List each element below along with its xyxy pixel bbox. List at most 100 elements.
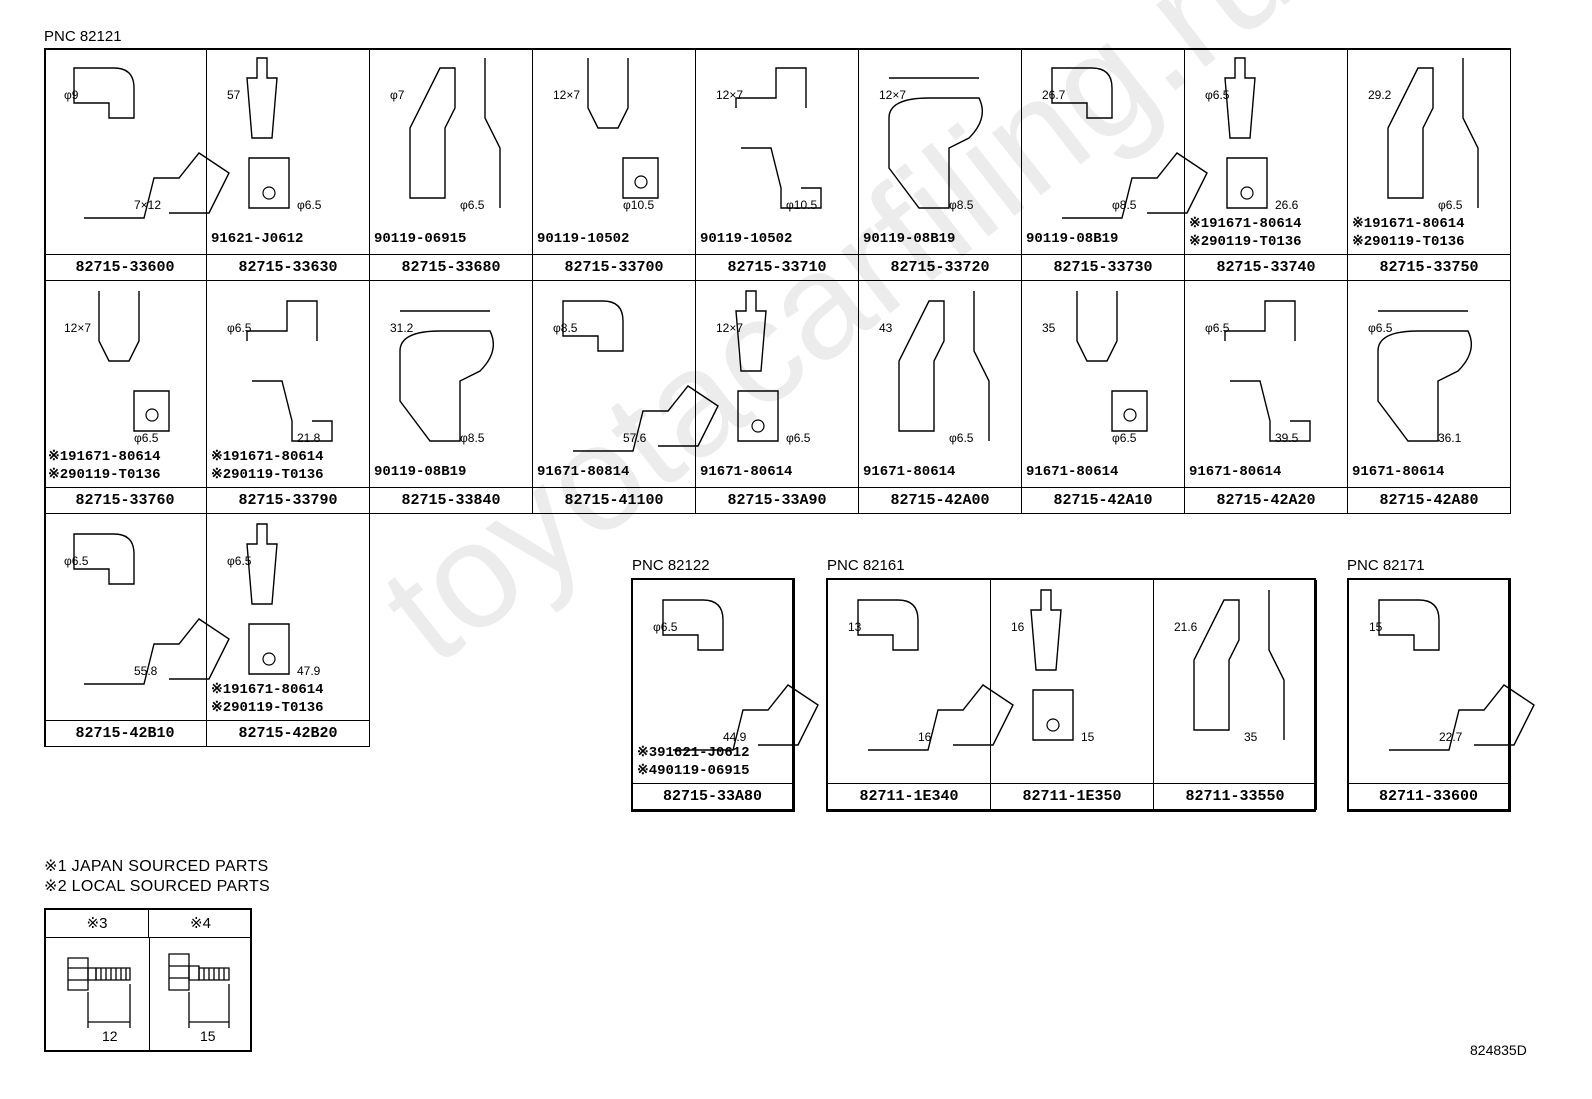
dimension-label: 36.1 — [1438, 431, 1462, 445]
part-drawing: φ8.5 57.6 91671-80814 — [533, 281, 695, 487]
part-drawing-svg — [533, 48, 696, 255]
part-number: 82715-33680 — [370, 254, 532, 280]
part-drawing-svg — [1349, 580, 1509, 784]
dimension-label: φ8.5 — [1112, 198, 1137, 212]
part-drawing: 57 φ6.5 91621-J0612 — [207, 48, 369, 254]
legend-header-4: ※4 — [149, 910, 252, 938]
dimension-label: φ6.5 — [653, 620, 678, 634]
dimension-label: 12×7 — [553, 88, 581, 102]
dimension-label: 12×7 — [716, 321, 744, 335]
dimension-label: 12×7 — [716, 88, 744, 102]
part-drawing-svg — [370, 48, 533, 255]
dimension-label: 16 — [918, 730, 932, 744]
dimension-label: 57.6 — [623, 431, 647, 445]
dimension-label: 55.8 — [134, 664, 158, 678]
pnc-label-82121: PNC 82121 — [44, 28, 122, 45]
dimension-label: 31.2 — [390, 321, 414, 335]
dimension-label: 26.7 — [1042, 88, 1066, 102]
dimension-label: 39.5 — [1275, 431, 1299, 445]
bolt-part-number-alt: ※290119-T0136 — [1352, 234, 1465, 250]
dimension-label: φ6.5 — [64, 554, 89, 568]
dimension-label: φ6.5 — [1205, 88, 1230, 102]
dimension-label: 13 — [848, 620, 862, 634]
part-drawing: φ6.5 55.8 — [44, 514, 206, 720]
grid3-cell-82711-1E340: 13 16 82711-1E340 — [828, 580, 991, 810]
part-number: 82715-42B20 — [207, 720, 369, 746]
bolt-part-number: 90119-06915 — [374, 231, 467, 247]
part-drawing-svg — [370, 281, 533, 488]
part-drawing-svg — [44, 48, 207, 255]
part-drawing-svg — [44, 281, 207, 488]
bolt-part-number: 91671-80814 — [537, 464, 630, 480]
part-drawing-svg — [1022, 48, 1185, 255]
dimension-label: φ10.5 — [786, 198, 818, 212]
bolt-part-number-alt: ※490119-06915 — [637, 763, 750, 779]
part-drawing-svg — [828, 580, 991, 784]
dimension-label: 12×7 — [64, 321, 92, 335]
dimension-label: φ8.5 — [553, 321, 578, 335]
dimension-label: φ6.5 — [297, 198, 322, 212]
part-drawing: 12×7 φ6.5 91671-80614 — [696, 281, 858, 487]
dimension-label: φ9 — [64, 88, 79, 102]
part-number: 82715-33790 — [207, 487, 369, 513]
part-drawing-svg — [44, 514, 207, 721]
bolt-part-number: ※391621-J0612 — [637, 745, 750, 761]
bolt-part-number: ※191671-80614 — [1352, 216, 1465, 232]
part-number: 82715-33630 — [207, 254, 369, 280]
bolt-part-number: 90119-10502 — [537, 231, 630, 247]
part-number: 82711-1E340 — [828, 783, 990, 809]
pnc-label-82122: PNC 82122 — [632, 557, 710, 574]
bolt-part-number: 90119-08B19 — [374, 464, 467, 480]
dimension-label: 57 — [227, 88, 241, 102]
dimension-label: 21.8 — [297, 431, 321, 445]
bolt-part-number-alt: ※290119-T0136 — [48, 467, 161, 483]
dimension-label: φ6.5 — [1368, 321, 1393, 335]
bolt-part-number: 90119-08B19 — [1026, 231, 1119, 247]
figure-id: 824835D — [1470, 1042, 1527, 1058]
dimension-label: 35 — [1244, 730, 1258, 744]
part-drawing-svg — [1185, 48, 1348, 255]
bolt-part-number: 91621-J0612 — [211, 231, 304, 247]
dimension-label: 15 — [1081, 730, 1095, 744]
dimension-label: 47.9 — [297, 664, 321, 678]
part-number: 82715-42A10 — [1022, 487, 1184, 513]
part-number: 82711-1E350 — [991, 783, 1153, 809]
dimension-label: 26.6 — [1275, 198, 1299, 212]
note-local-sourced: ※2 LOCAL SOURCED PARTS — [44, 878, 270, 895]
dimension-label: φ6.5 — [949, 431, 974, 445]
bolt-part-number-alt: ※290119-T0136 — [1189, 234, 1302, 250]
bolt-part-number: 91671-80614 — [1026, 464, 1119, 480]
dimension-label: φ6.5 — [227, 554, 252, 568]
part-drawing-svg — [1348, 48, 1511, 255]
dimension-label: 43 — [879, 321, 893, 335]
dimension-label: φ6.5 — [786, 431, 811, 445]
dimension-label: φ6.5 — [134, 431, 159, 445]
part-number: 82711-33600 — [1349, 783, 1508, 809]
part-drawing: 26.7 φ8.5 90119-08B19 — [1022, 48, 1184, 254]
part-drawing-svg — [533, 281, 696, 488]
bolt-part-number: 91671-80614 — [700, 464, 793, 480]
